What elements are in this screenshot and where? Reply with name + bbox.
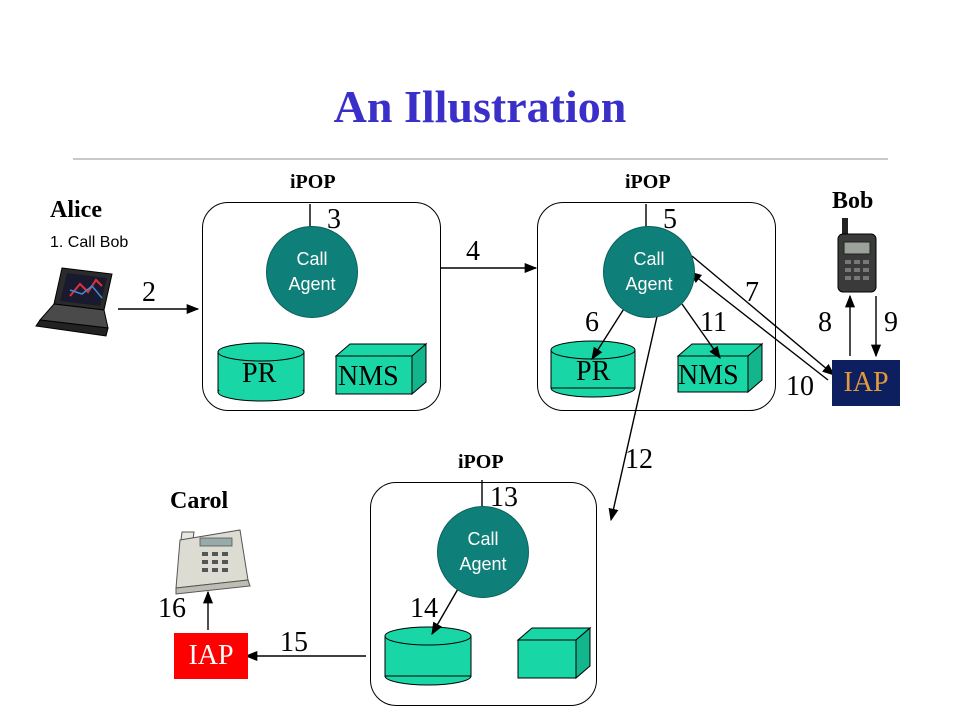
step-14: 14 — [410, 593, 438, 624]
step-8: 8 — [818, 307, 832, 338]
nms-label-2: NMS — [678, 360, 739, 391]
step-7: 7 — [745, 277, 759, 308]
step-11: 11 — [700, 307, 727, 338]
step-4: 4 — [466, 236, 480, 267]
desk-phone-icon — [175, 529, 251, 595]
alice-label: Alice — [50, 197, 102, 223]
step-16: 16 — [158, 593, 186, 624]
step-3: 3 — [327, 204, 341, 235]
arrow-12 — [608, 311, 659, 522]
pr-label-2: PR — [576, 356, 611, 387]
step-12: 12 — [625, 444, 653, 475]
call-agent-line2: Agent — [459, 554, 507, 574]
iap-bob-label: IAP — [843, 367, 889, 398]
call-agent-line2: Agent — [288, 274, 336, 294]
pr-database-2 — [550, 340, 636, 398]
step-5: 5 — [663, 204, 677, 235]
bob-label: Bob — [832, 188, 874, 214]
pr-label-1: PR — [242, 358, 277, 389]
ipop-label-3: iPOP — [458, 451, 504, 473]
mobile-phone-icon — [837, 218, 877, 293]
arrow-14 — [431, 581, 463, 636]
iap-bob: IAP — [832, 360, 900, 406]
iap-carol: IAP — [174, 633, 248, 679]
step-15: 15 — [280, 627, 308, 658]
call-agent-1: Call Agent — [266, 226, 358, 318]
call-agent-line1: Call — [633, 248, 665, 269]
carol-label: Carol — [170, 488, 229, 514]
nms-box-2 — [676, 342, 764, 394]
call-agent-3: Call Agent — [437, 506, 529, 598]
nms-box-3 — [516, 626, 592, 680]
laptop-icon — [35, 267, 113, 337]
arrow-10 — [689, 271, 829, 381]
ipop-label-1: iPOP — [290, 171, 336, 193]
title-divider — [73, 158, 888, 160]
pr-database-1 — [217, 342, 305, 402]
arrow-11 — [681, 303, 721, 360]
step-10: 10 — [786, 371, 814, 402]
arrow-6 — [591, 303, 628, 361]
call-agent-line2: Agent — [625, 274, 673, 294]
step-13: 13 — [490, 482, 518, 513]
ipop-label-2: iPOP — [625, 171, 671, 193]
call-agent-line1: Call — [296, 248, 328, 269]
step-9: 9 — [884, 307, 898, 338]
step-6: 6 — [585, 307, 599, 338]
pr-database-3 — [384, 626, 472, 686]
call-agent-2: Call Agent — [603, 226, 695, 318]
arrow-7 — [691, 255, 835, 376]
iap-carol-label: IAP — [188, 640, 234, 671]
page-title: An Illustration — [333, 81, 627, 132]
alice-action: 1. Call Bob — [50, 234, 129, 251]
call-agent-line1: Call — [467, 528, 499, 549]
step-2: 2 — [142, 277, 156, 308]
nms-box-1 — [334, 342, 428, 396]
nms-label-1: NMS — [338, 361, 399, 392]
